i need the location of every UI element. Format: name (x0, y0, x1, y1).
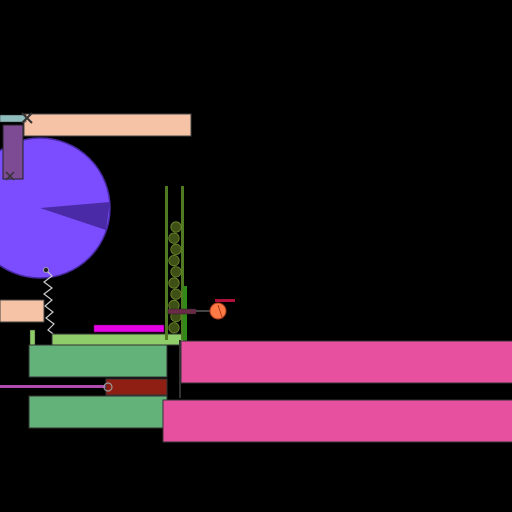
green-block-upper[interactable] (28, 344, 168, 378)
olive-ball[interactable] (170, 243, 182, 255)
cross-pin-icon (21, 112, 33, 124)
olive-ball[interactable] (168, 232, 180, 244)
olive-ball[interactable] (168, 255, 180, 267)
rail-gate[interactable] (183, 286, 187, 344)
orange-ball[interactable] (209, 302, 227, 320)
magenta-strip[interactable] (93, 324, 165, 333)
pivot-pin-icon (103, 382, 113, 392)
olive-ball[interactable] (168, 322, 180, 334)
olive-ball[interactable] (170, 288, 182, 300)
rail-left (165, 186, 168, 340)
rail-right (181, 186, 184, 340)
upper-platform[interactable] (23, 113, 192, 137)
purple-rod[interactable] (0, 385, 108, 388)
cross-pin-icon (5, 171, 15, 181)
rail-stem (179, 340, 181, 398)
dark-arm[interactable] (167, 308, 197, 315)
purple-post[interactable] (2, 124, 24, 180)
pink-slab-lower[interactable] (162, 399, 512, 443)
pink-slab-upper[interactable] (180, 340, 512, 384)
pin-bar[interactable] (0, 114, 27, 123)
olive-ball[interactable] (168, 277, 180, 289)
spring[interactable] (43, 269, 57, 337)
wheel-wedge (40, 202, 110, 230)
green-block-lower[interactable] (28, 395, 168, 429)
left-ledge[interactable] (0, 299, 45, 323)
red-block[interactable] (105, 378, 168, 396)
pivot-pin-icon (43, 267, 49, 273)
ball-stack[interactable] (168, 221, 182, 334)
olive-ball[interactable] (170, 266, 182, 278)
crimson-lever[interactable] (215, 299, 235, 302)
olive-ball[interactable] (170, 221, 182, 233)
orange-ball-mark (217, 304, 223, 318)
spinning-wheel[interactable] (0, 137, 111, 279)
